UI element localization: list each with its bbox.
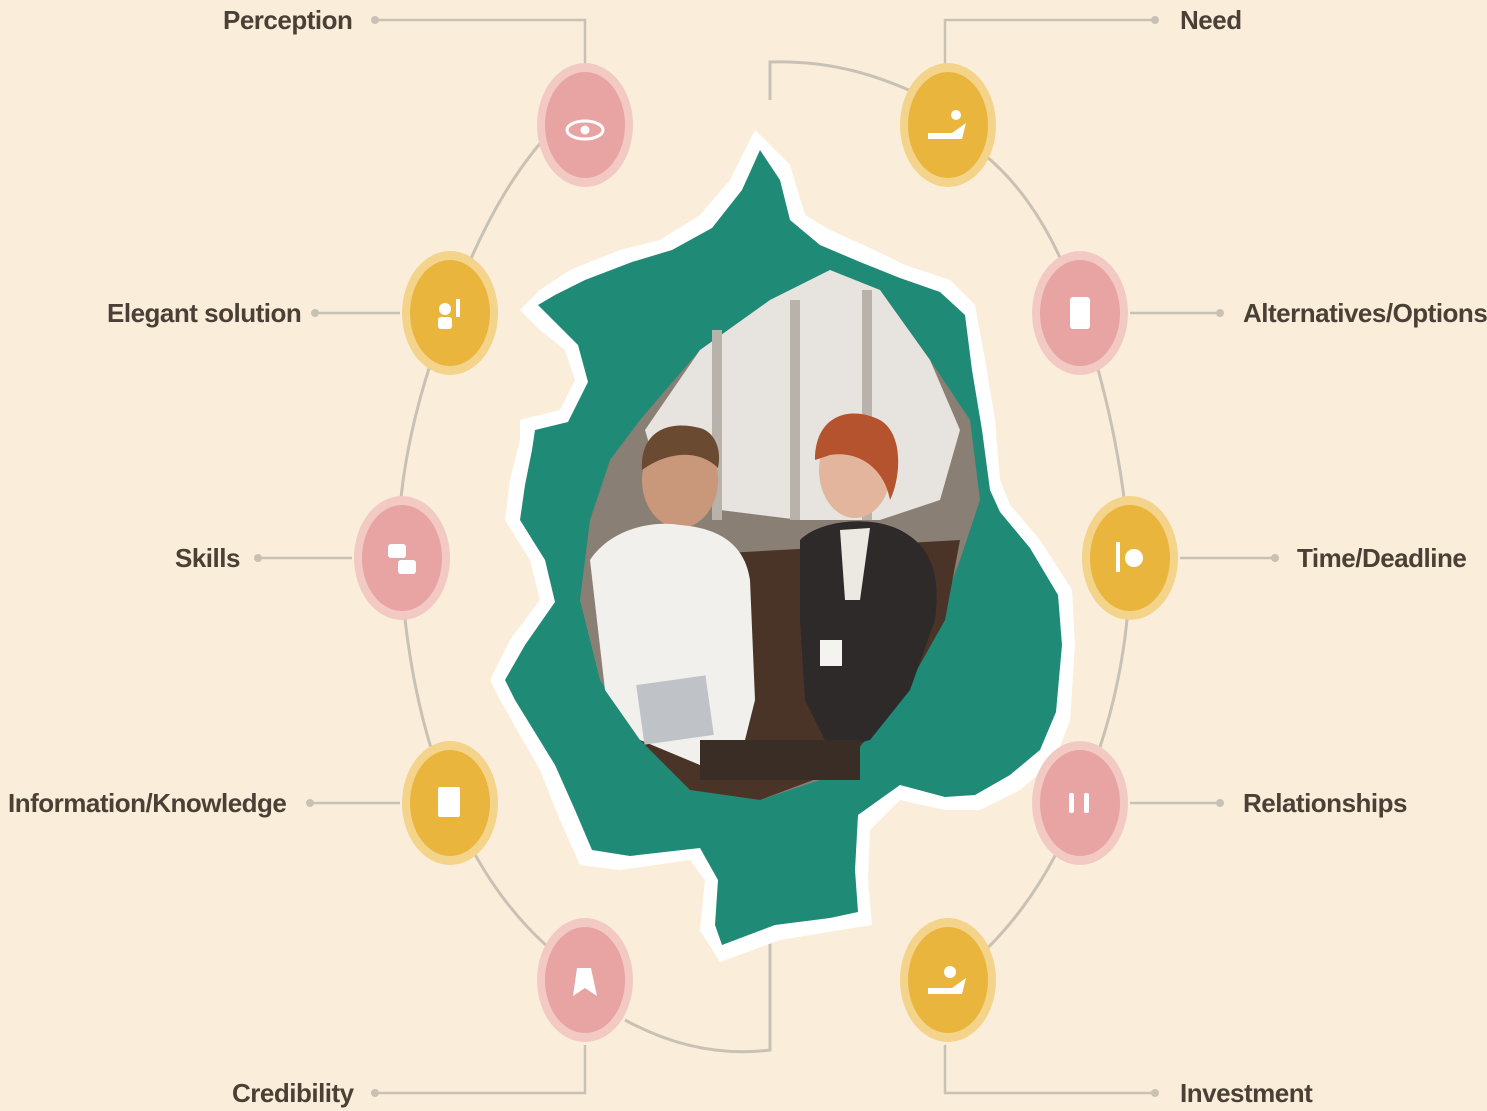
award-ribbon-icon bbox=[573, 968, 597, 996]
label-time-deadline: Time/Deadline bbox=[1297, 543, 1467, 573]
factor-node-alternatives-options bbox=[1032, 251, 1128, 375]
photo-window-frame bbox=[790, 300, 800, 520]
factor-node-need bbox=[900, 63, 996, 187]
photo-laptop bbox=[636, 675, 714, 745]
photo-table bbox=[700, 740, 860, 780]
photo-woman-blouse bbox=[840, 528, 870, 600]
document-icon bbox=[438, 787, 460, 817]
factor-node-core bbox=[908, 72, 988, 178]
label-information-knowledge: Information/Knowledge bbox=[8, 788, 287, 818]
calendar-clock-icon bbox=[1116, 542, 1143, 572]
photo-man-hair bbox=[641, 425, 720, 470]
chat-bubbles-icon bbox=[388, 544, 416, 574]
label-need: Need bbox=[1180, 5, 1242, 35]
label-alternatives-options: Alternatives/Options bbox=[1243, 298, 1487, 328]
photo-woman-hair bbox=[815, 413, 899, 500]
label-credibility: Credibility bbox=[232, 1078, 354, 1108]
factor-node-elegant-solution bbox=[402, 251, 498, 375]
factor-node-core bbox=[545, 72, 625, 178]
top-connector-curve bbox=[768, 60, 931, 102]
connector-dots bbox=[254, 16, 1279, 1097]
eye-icon bbox=[565, 119, 605, 141]
photo-woman-blazer bbox=[800, 521, 937, 750]
label-skills: Skills bbox=[175, 543, 240, 573]
factor-node-skills bbox=[354, 496, 450, 620]
photo-cup bbox=[820, 640, 842, 666]
label-perception: Perception bbox=[223, 5, 353, 35]
factor-node-core bbox=[410, 260, 490, 366]
factor-node-information-knowledge bbox=[402, 741, 498, 865]
factor-node-investment bbox=[900, 918, 996, 1042]
connector-lines bbox=[258, 18, 1275, 1095]
photo-man-shirt bbox=[590, 523, 755, 765]
bottom-connector-curve bbox=[624, 940, 772, 1054]
label-elegant-solution: Elegant solution bbox=[107, 298, 302, 328]
people-idea-icon bbox=[438, 299, 460, 329]
factor-node-time-deadline bbox=[1082, 496, 1178, 620]
factor-node-core bbox=[908, 927, 988, 1033]
helping-hand-icon bbox=[928, 110, 966, 139]
factor-nodes bbox=[354, 63, 1178, 1042]
photo-window-frame bbox=[712, 330, 722, 520]
couple-icon bbox=[1069, 793, 1089, 813]
factor-node-credibility bbox=[537, 918, 633, 1042]
mobile-phone-icon bbox=[1070, 297, 1090, 329]
money-hand-icon bbox=[928, 966, 966, 994]
label-relationships: Relationships bbox=[1243, 788, 1407, 818]
label-investment: Investment bbox=[1180, 1078, 1313, 1108]
factor-node-relationships bbox=[1032, 741, 1128, 865]
photo-window-frame bbox=[862, 290, 872, 520]
business-meeting-photo bbox=[580, 270, 980, 800]
factor-node-core bbox=[1040, 750, 1120, 856]
factor-node-perception bbox=[537, 63, 633, 187]
